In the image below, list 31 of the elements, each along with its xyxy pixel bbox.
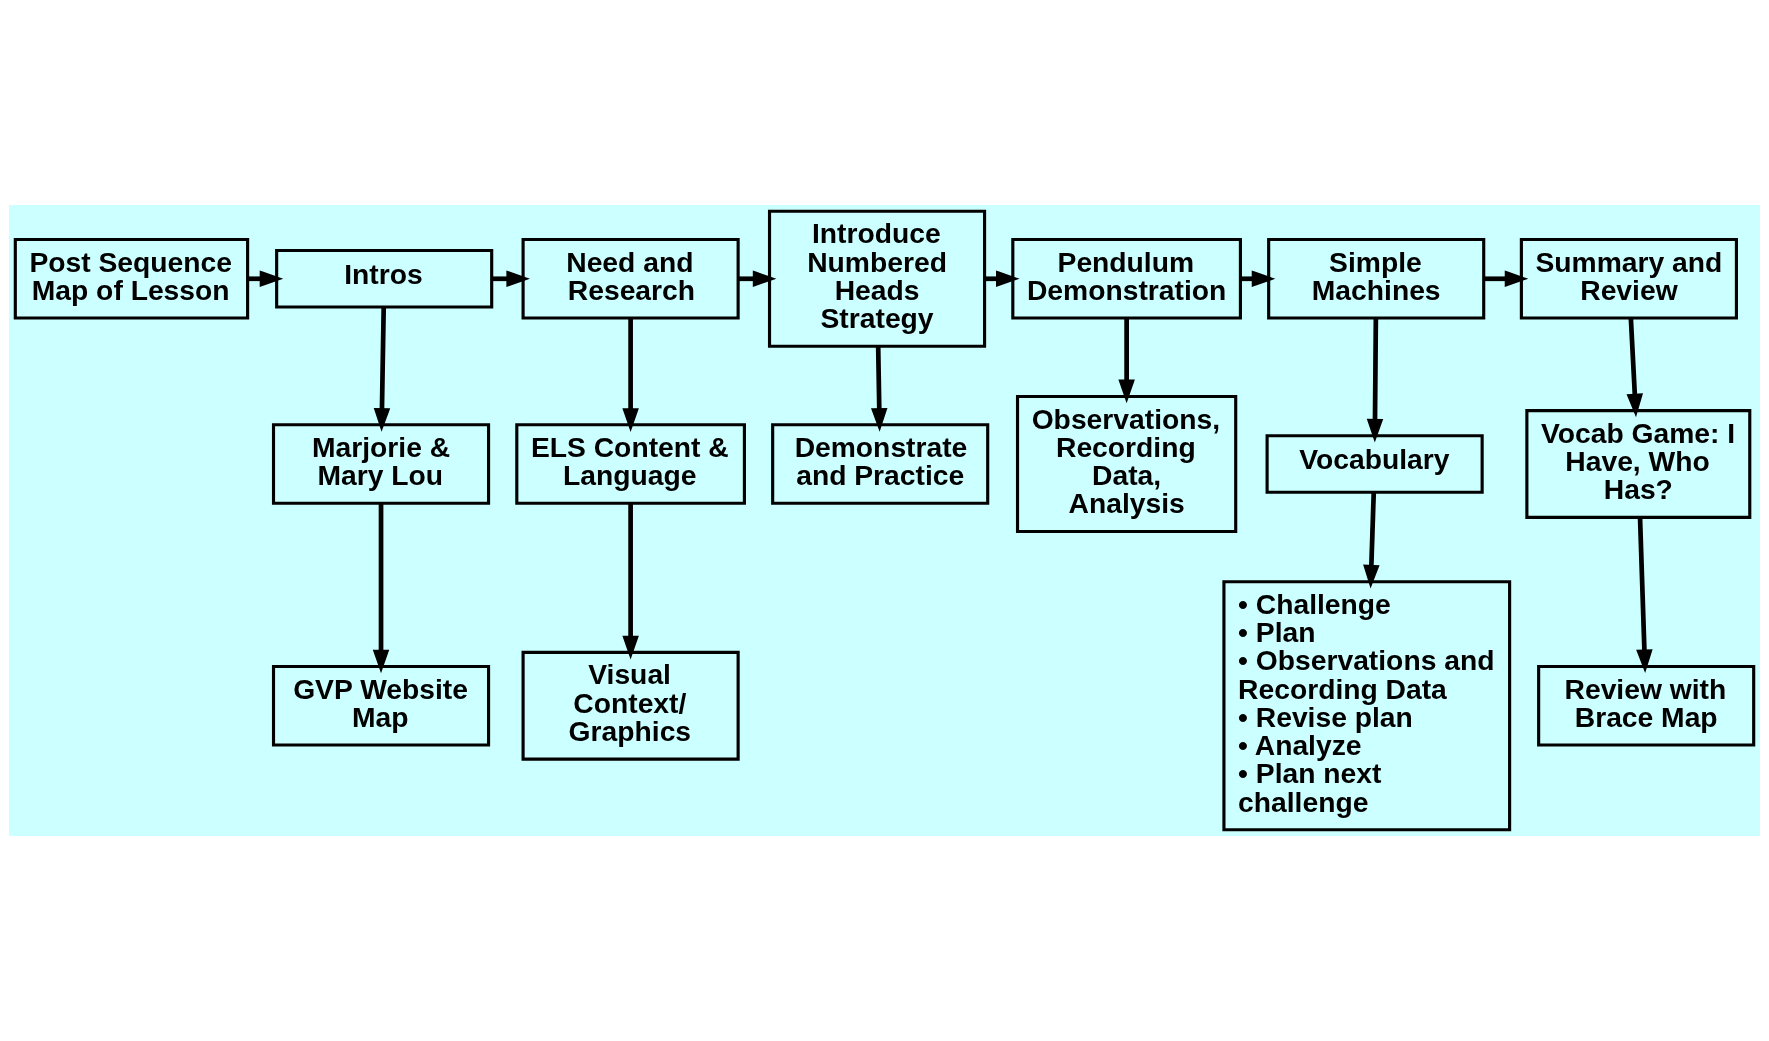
arrow (622, 503, 639, 660)
arrow (1118, 318, 1135, 404)
arrow (1636, 517, 1653, 674)
node-box: ELS Content & Language (515, 423, 746, 505)
node-box: Summary and Review (1519, 237, 1738, 320)
node-box: Vocabulary (1265, 434, 1484, 494)
node-box: Intros (275, 248, 494, 309)
arrow (1483, 270, 1529, 288)
arrow (492, 270, 530, 288)
node-box: Post Sequence Map of Lesson (13, 237, 250, 320)
node-box: Visual Context/ Graphics (521, 650, 740, 761)
node-box: Pendulum Demonstration (1011, 237, 1242, 320)
arrow (373, 307, 391, 432)
arrow (1363, 492, 1380, 589)
arrow (1626, 317, 1644, 418)
arrow (247, 270, 284, 288)
arrow (372, 503, 390, 674)
node-box: Review with Brace Map (1537, 664, 1756, 747)
node-box: Observations, Recording Data, Analysis (1015, 394, 1238, 534)
node-box: Demonstrate and Practice (771, 423, 990, 505)
node-box: • Challenge • Plan • Observations and Recording Data • Revise plan • Analyze • Plan next challenge (1222, 580, 1512, 832)
arrow (1366, 318, 1384, 443)
node-box: Introduce Numbered Heads Strategy (767, 209, 987, 348)
node-box: Need and Research (521, 237, 740, 320)
arrow (871, 346, 888, 432)
node-box: Vocab Game: I Have, Who Has? (1525, 409, 1752, 519)
node-box: Marjorie & Mary Lou (271, 423, 491, 505)
node-box: GVP Website Map (271, 664, 491, 747)
arrow (622, 318, 639, 432)
arrow (738, 270, 777, 288)
node-box: Simple Machines (1267, 237, 1486, 320)
